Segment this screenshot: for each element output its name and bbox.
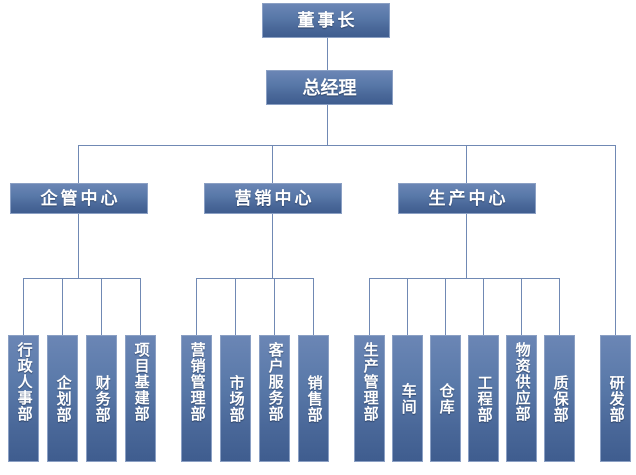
connector-center2-bus	[196, 278, 313, 279]
connector-center3-drop-5	[521, 278, 522, 335]
node-dept-marketing-management[interactable]: 营销管理部	[181, 335, 212, 462]
node-dept-quality-assurance[interactable]: 质保部	[544, 335, 575, 462]
node-dept-finance[interactable]: 财务部	[86, 335, 117, 462]
connector-center2-drop-4	[313, 278, 314, 335]
node-center-production[interactable]: 生产中心	[398, 183, 536, 214]
connector-center1-drop-2	[62, 278, 63, 335]
connector-center2-stem	[272, 214, 273, 278]
node-dept-production-management[interactable]: 生产管理部	[354, 335, 385, 462]
connector-center3-bus	[369, 278, 559, 279]
node-dept-administration-hr[interactable]: 行政人事部	[8, 335, 39, 462]
node-dept-planning[interactable]: 企划部	[47, 335, 78, 462]
connector-center1-drop-1	[23, 278, 24, 335]
connector-center3-drop-3	[445, 278, 446, 335]
connector-center3-drop-4	[483, 278, 484, 335]
node-dept-engineering[interactable]: 工程部	[468, 335, 499, 462]
connector-center2-drop-1	[196, 278, 197, 335]
connector-center3-drop-6	[559, 278, 560, 335]
node-general-manager[interactable]: 总经理	[266, 70, 393, 105]
node-dept-market[interactable]: 市场部	[220, 335, 251, 462]
node-dept-research-development[interactable]: 研发部	[600, 335, 631, 462]
node-dept-project-construction[interactable]: 项目基建部	[125, 335, 156, 462]
node-dept-customer-service[interactable]: 客户服务部	[259, 335, 290, 462]
node-center-enterprise-management[interactable]: 企管中心	[10, 183, 148, 214]
connector-center1-stem	[78, 214, 79, 278]
node-chairman[interactable]: 董事长	[262, 3, 390, 38]
connector-bus-to-center-1	[78, 145, 79, 183]
connector-center3-drop-1	[369, 278, 370, 335]
connector-bus-to-rnd	[615, 145, 616, 335]
connector-center1-drop-3	[101, 278, 102, 335]
connector-center2-drop-3	[274, 278, 275, 335]
node-dept-workshop[interactable]: 车间	[392, 335, 423, 462]
connector-chairman-to-gm	[327, 38, 328, 70]
connector-center3-drop-2	[407, 278, 408, 335]
connector-center1-drop-4	[140, 278, 141, 335]
connector-center2-drop-2	[235, 278, 236, 335]
connector-bus-to-center-2	[272, 145, 273, 183]
node-dept-material-supply[interactable]: 物资供应部	[506, 335, 537, 462]
node-dept-sales[interactable]: 销售部	[298, 335, 329, 462]
node-dept-warehouse[interactable]: 仓库	[430, 335, 461, 462]
node-center-marketing[interactable]: 营销中心	[204, 183, 342, 214]
connector-center1-bus	[23, 278, 140, 279]
connector-gm-to-bus	[327, 105, 328, 145]
connector-main-bus	[78, 145, 616, 146]
connector-center3-stem	[466, 214, 467, 278]
connector-bus-to-center-3	[466, 145, 467, 183]
